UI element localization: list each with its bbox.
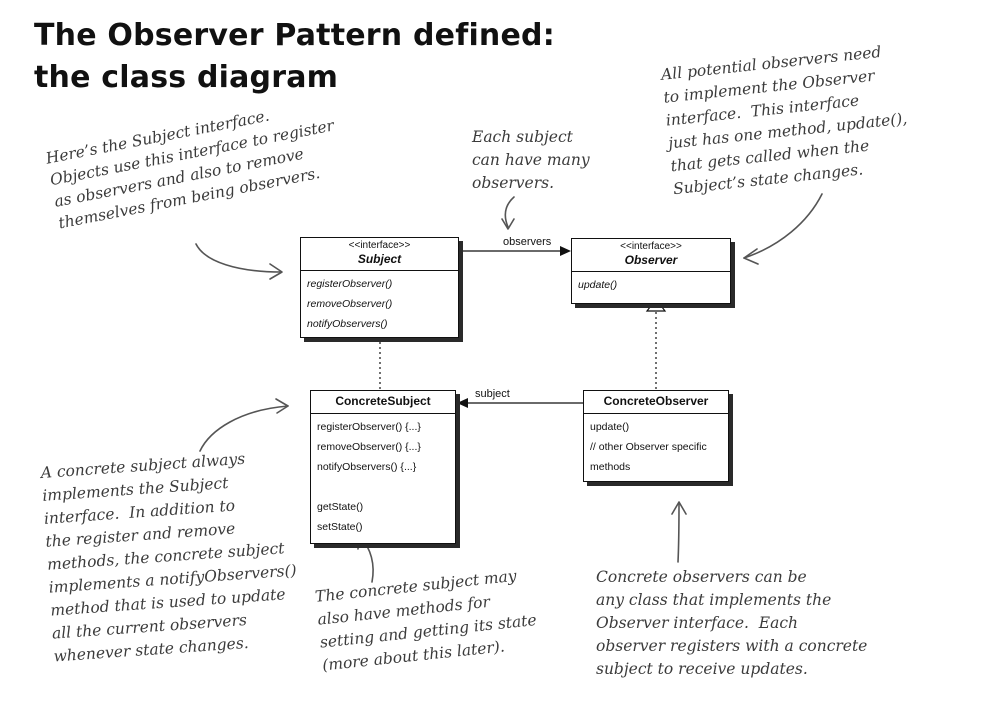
concrete-subject-method: setState() (317, 521, 363, 533)
observers-association-arrowhead (560, 246, 571, 256)
concrete-subject-method: notifyObservers() {...} (317, 461, 417, 473)
subject-stereotype: <<interface>> (348, 240, 411, 251)
subject-method: notifyObservers() (307, 318, 388, 330)
annotation-arrowhead-observer-interface (743, 248, 759, 265)
annotation-many-observers: Each subject can have many observers. (472, 128, 590, 192)
concrete-subject-methods: registerObserver() {...} removeObserver(… (311, 414, 455, 543)
annotation-concrete-subject: A concrete subject always implements the… (40, 449, 298, 666)
page-title-line1: The Observer Pattern defined: (34, 18, 555, 53)
annotation-arrow-subject-interface (195, 243, 282, 273)
annotation-arrow-observer-interface (743, 193, 823, 259)
annotation-arrowhead-concrete-subject (275, 398, 289, 414)
concrete-observer-methods: update() // other Observer specific meth… (584, 414, 728, 481)
concrete-observer-box: ConcreteObserver update() // other Obser… (583, 390, 729, 482)
concrete-subject-header: ConcreteSubject (311, 391, 455, 414)
observer-header: <<interface>> Observer (572, 239, 730, 272)
annotation-arrowhead-subject-interface (269, 263, 283, 280)
observer-class-name: Observer (624, 253, 678, 267)
annotation-arrow-many-observers (504, 196, 515, 228)
subject-association-label: subject (475, 388, 510, 400)
annotation-arrow-concrete-subject (199, 405, 289, 452)
concrete-observer-header: ConcreteObserver (584, 391, 728, 414)
annotation-arrowhead-many-observers (501, 218, 515, 230)
annotation-observer-interface: All potential observers need to implemen… (660, 42, 909, 199)
concrete-subject-method-spacer (317, 477, 449, 497)
annotation-arrow-concrete-observers (677, 503, 680, 563)
concrete-subject-method: getState() (317, 501, 364, 513)
subject-interface-box: <<interface>> Subject registerObserver()… (300, 237, 459, 338)
page-title-line2: the class diagram (34, 60, 339, 95)
concrete-subject-box: ConcreteSubject registerObserver() {...}… (310, 390, 456, 544)
subject-methods: registerObserver() removeObserver() noti… (301, 271, 458, 337)
subject-association-arrowhead (457, 398, 468, 408)
annotation-arrowhead-concrete-observers (671, 501, 687, 515)
concrete-subject-method: removeObserver() {...} (317, 441, 421, 453)
observer-realization-triangle (645, 298, 667, 312)
observer-interface-box: <<interface>> Observer update() (571, 238, 731, 304)
concrete-observer-method: update() (590, 421, 630, 433)
observer-methods: update() (572, 272, 730, 303)
subject-class-name: Subject (357, 252, 402, 266)
observers-association-label: observers (503, 236, 552, 248)
observer-method: update() (578, 279, 618, 291)
concrete-observer-class-name: ConcreteObserver (603, 394, 709, 408)
subject-method: removeObserver() (307, 298, 393, 310)
concrete-subject-method: registerObserver() {...} (317, 421, 421, 433)
concrete-observer-method: methods (590, 461, 631, 473)
subject-header: <<interface>> Subject (301, 238, 458, 271)
concrete-subject-class-name: ConcreteSubject (335, 394, 431, 408)
annotation-concrete-observers: Concrete observers can be any class that… (596, 568, 868, 678)
observer-stereotype: <<interface>> (620, 241, 682, 252)
concrete-observer-method: // other Observer specific (590, 441, 707, 453)
subject-method: registerObserver() (307, 278, 393, 290)
